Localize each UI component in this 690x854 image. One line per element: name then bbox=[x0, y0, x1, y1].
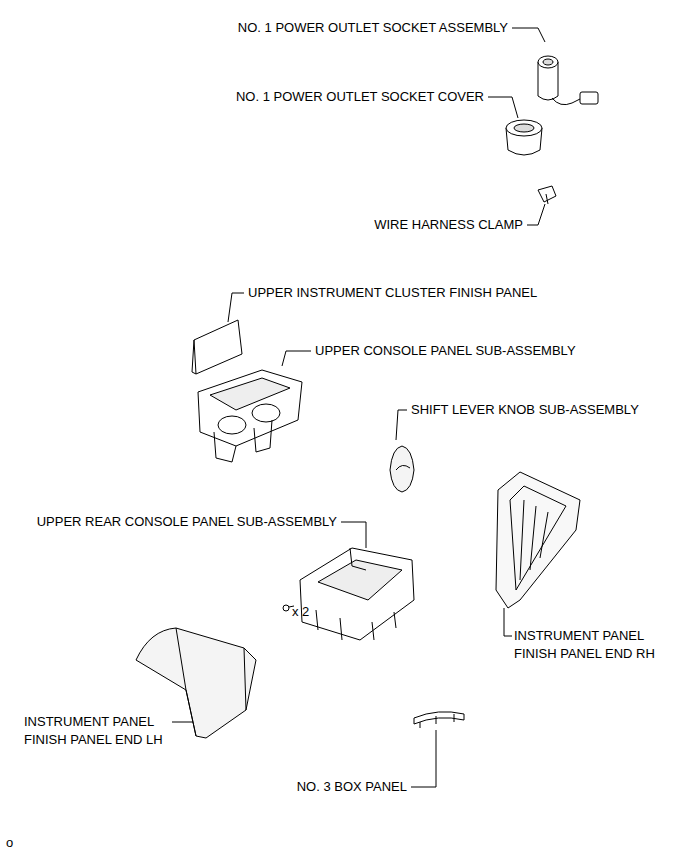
part-label: UPPER REAR CONSOLE PANEL SUB-ASSEMBLY bbox=[37, 513, 337, 531]
part-label: INSTRUMENT PANEL FINISH PANEL END LH bbox=[24, 713, 196, 749]
part-label: NO. 3 BOX PANEL bbox=[297, 778, 407, 796]
part-label: UPPER CONSOLE PANEL SUB-ASSEMBLY bbox=[315, 342, 576, 360]
figure-mark: o bbox=[6, 834, 13, 852]
part-label: NO. 1 POWER OUTLET SOCKET ASSEMBLY bbox=[238, 19, 508, 37]
part-label: INSTRUMENT PANEL FINISH PANEL END RH bbox=[514, 627, 686, 663]
part-label: NO. 1 POWER OUTLET SOCKET COVER bbox=[236, 88, 484, 106]
part-label: WIRE HARNESS CLAMP bbox=[374, 216, 523, 234]
part-label: UPPER INSTRUMENT CLUSTER FINISH PANEL bbox=[248, 284, 537, 302]
quantity-note: x 2 bbox=[292, 603, 309, 621]
part-label: SHIFT LEVER KNOB SUB-ASSEMBLY bbox=[411, 401, 639, 419]
